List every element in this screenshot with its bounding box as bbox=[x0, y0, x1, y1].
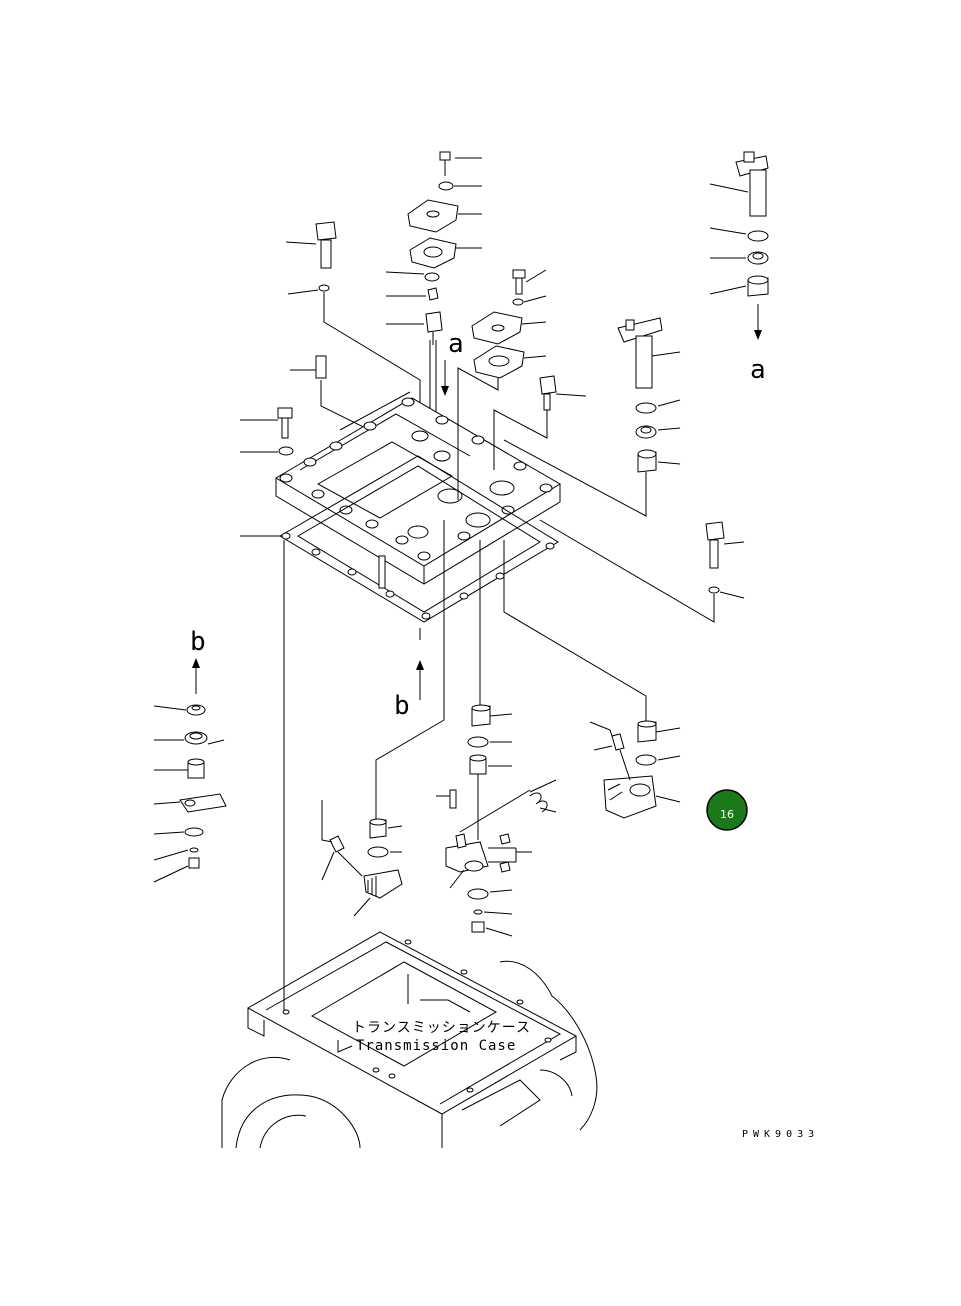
main-cover-plate bbox=[275, 391, 561, 585]
case-label-japanese: トランスミッションケース bbox=[352, 1020, 531, 1036]
top-center-cover-stack bbox=[385, 151, 482, 520]
marker-a-top: a bbox=[448, 329, 464, 359]
marker-b-left: b bbox=[190, 627, 206, 657]
right-middle-cover-stack bbox=[457, 269, 587, 500]
right-bolt bbox=[539, 519, 745, 623]
lower-gasket bbox=[240, 455, 559, 623]
lower-center-parts bbox=[321, 520, 557, 937]
page-number-badge[interactable]: 16 bbox=[706, 789, 748, 831]
transmission-case bbox=[221, 540, 598, 1149]
case-label-english: Transmission Case bbox=[356, 1038, 516, 1054]
shaft-a-stack bbox=[709, 151, 769, 340]
left-upper-parts bbox=[240, 221, 421, 520]
left-b-stack bbox=[153, 658, 227, 883]
marker-b-lower: b bbox=[394, 691, 410, 721]
marker-a-right: a bbox=[750, 355, 766, 385]
drawing-code: PWK9033 bbox=[742, 1129, 819, 1140]
page-number-text: 16 bbox=[720, 808, 734, 821]
shaft-b-stack bbox=[503, 317, 681, 517]
right-lower-parts bbox=[503, 540, 681, 819]
